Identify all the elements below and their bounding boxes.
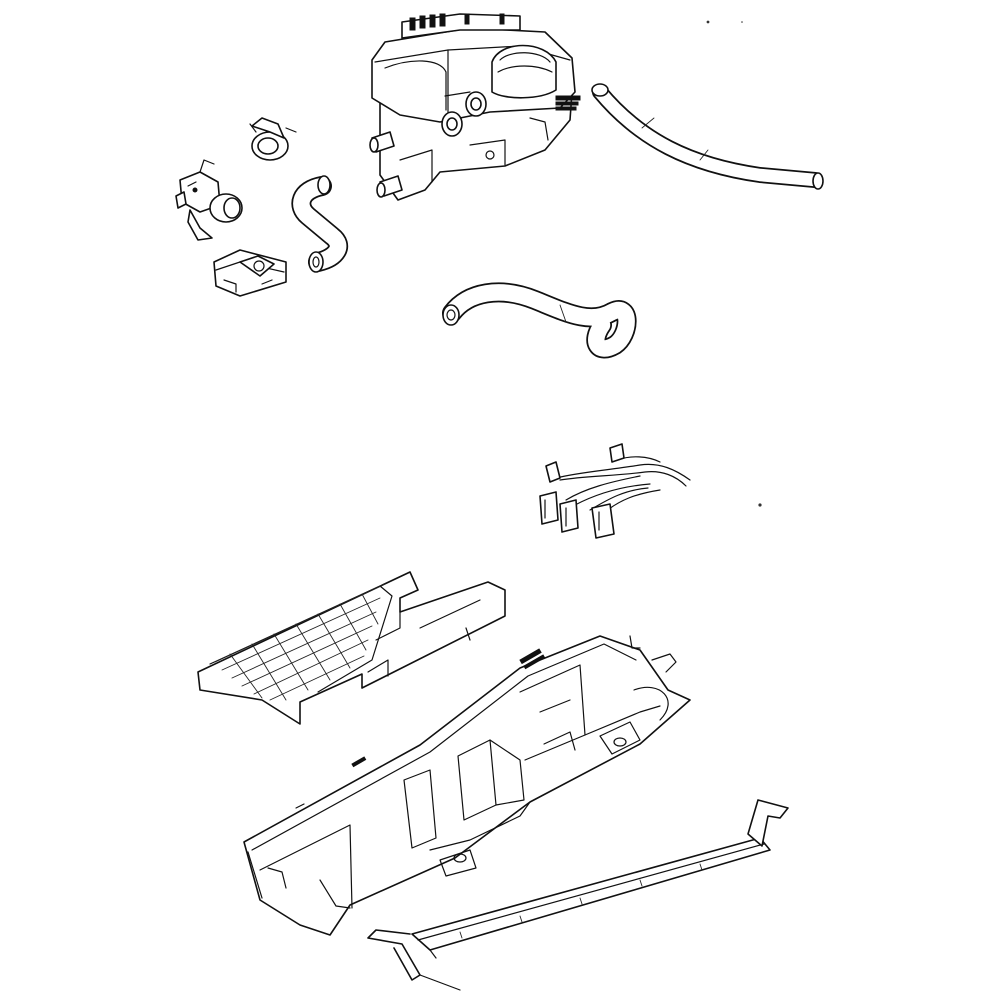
steam-generator-tank — [369, 13, 581, 201]
water-inlet-valve — [175, 159, 243, 241]
wire-harness — [539, 443, 691, 539]
hose-clamp — [249, 117, 297, 161]
speck — [706, 20, 710, 24]
speck — [758, 503, 762, 507]
metal-support-rail — [367, 799, 789, 991]
filter-grille-tray — [197, 571, 506, 725]
speck — [741, 21, 743, 23]
elbow-hose-small — [291, 175, 349, 273]
s-curve-drain-hose — [442, 282, 637, 359]
long-tube-hose — [591, 83, 824, 190]
base-housing-tray — [243, 635, 691, 936]
valve-bracket-clip — [213, 249, 287, 297]
